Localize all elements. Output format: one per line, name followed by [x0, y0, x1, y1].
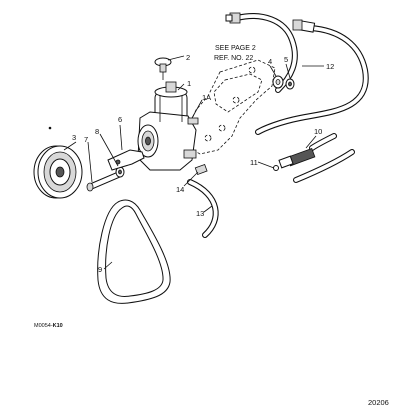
mounting-bracket-reference	[185, 59, 276, 155]
bracket-6	[107, 149, 145, 171]
hose-13	[187, 149, 355, 238]
nut-4	[272, 75, 284, 89]
fitting-14	[194, 163, 208, 175]
callout-9: 9	[98, 265, 102, 274]
reference-note-line2: REF. NO. 22	[214, 55, 253, 62]
callout-3: 3	[72, 133, 76, 142]
callout-6: 6	[118, 115, 122, 124]
drawing-code: M0054-K10	[34, 323, 63, 329]
callout-13: 13	[196, 209, 204, 218]
callout-12: 12	[326, 62, 334, 71]
drive-belt-9	[97, 199, 171, 304]
callout-1a: 1A	[202, 93, 211, 102]
hose-10	[225, 12, 298, 93]
callout-5: 5	[284, 55, 288, 64]
loose-fastener	[48, 126, 52, 130]
washer-5	[285, 78, 295, 90]
callout-10: 10	[314, 127, 322, 136]
pulley-3	[33, 145, 83, 199]
reference-note-line1: SEE PAGE 2	[215, 45, 256, 52]
callout-7: 7	[84, 135, 88, 144]
page-reference: 20206	[368, 398, 389, 407]
callout-14: 14	[176, 185, 184, 194]
callout-11: 11	[250, 158, 258, 167]
callout-2: 2	[186, 53, 190, 62]
o-ring-11	[273, 165, 279, 171]
leader-lines	[63, 55, 324, 270]
power-steering-pump-1	[137, 81, 199, 171]
hose-12	[255, 19, 369, 135]
callout-4: 4	[268, 57, 272, 66]
hose-10-fitting	[273, 133, 337, 171]
washer-8	[115, 166, 125, 178]
reservoir-cap-2	[154, 57, 172, 80]
callout-8: 8	[95, 127, 99, 136]
callout-1: 1	[187, 79, 191, 88]
